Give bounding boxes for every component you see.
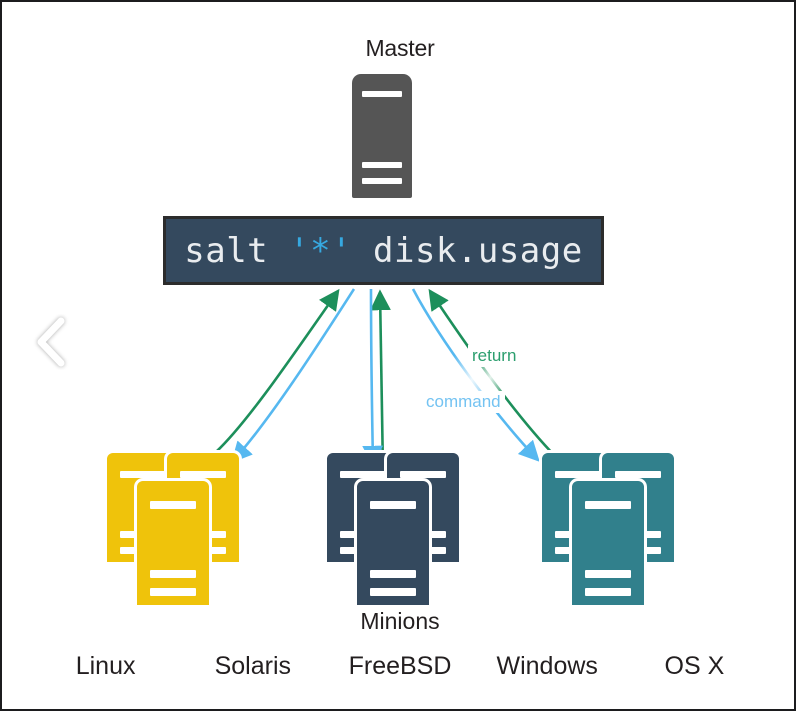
server-bar — [585, 501, 631, 509]
server-tower-icon — [569, 478, 647, 608]
command-box[interactable]: salt '*' disk.usage — [163, 216, 604, 285]
server-bar — [340, 471, 386, 478]
master-label: Master — [365, 35, 435, 61]
server-bar — [120, 471, 166, 478]
chevron-left-icon — [37, 317, 65, 367]
os-label-linux: Linux — [75, 652, 136, 680]
server-bar — [370, 501, 416, 509]
server-tower-icon — [134, 478, 212, 608]
os-label-solaris: Solaris — [214, 652, 292, 680]
return-arrow-left — [215, 288, 340, 453]
os-label-windows: Windows — [496, 652, 598, 680]
command-prefix: salt — [184, 230, 290, 271]
return-edge-label: return — [468, 345, 521, 367]
server-bar — [370, 570, 416, 578]
server-bar — [585, 570, 631, 578]
server-bar — [150, 588, 196, 596]
server-bar — [370, 588, 416, 596]
command-edge-label: command — [422, 391, 505, 413]
server-bar — [150, 570, 196, 578]
server-bar — [555, 471, 601, 478]
return-arrow-center — [370, 289, 391, 473]
minions-label: Minions — [360, 608, 440, 634]
command-function: disk.usage — [352, 230, 583, 271]
command-arrow-left — [231, 288, 356, 463]
master-server-icon — [352, 74, 412, 198]
command-target-glob: '*' — [289, 230, 353, 271]
return-arrow-right — [428, 288, 557, 458]
server-tower-icon — [354, 478, 432, 608]
server-bar — [362, 178, 402, 184]
server-bar — [362, 91, 402, 97]
os-label-freebsd: FreeBSD — [348, 652, 452, 680]
server-bar — [615, 471, 661, 478]
command-arrow-right — [411, 288, 540, 462]
command-arrow-center — [362, 288, 384, 467]
server-bar — [585, 588, 631, 596]
carousel-prev-button[interactable] — [28, 314, 74, 370]
server-bar — [400, 471, 446, 478]
os-label-osx: OS X — [664, 652, 725, 680]
server-bar — [150, 501, 196, 509]
server-bar — [362, 162, 402, 168]
os-label-row: Linux Solaris FreeBSD Windows OS X — [2, 652, 794, 681]
server-bar — [180, 471, 226, 478]
